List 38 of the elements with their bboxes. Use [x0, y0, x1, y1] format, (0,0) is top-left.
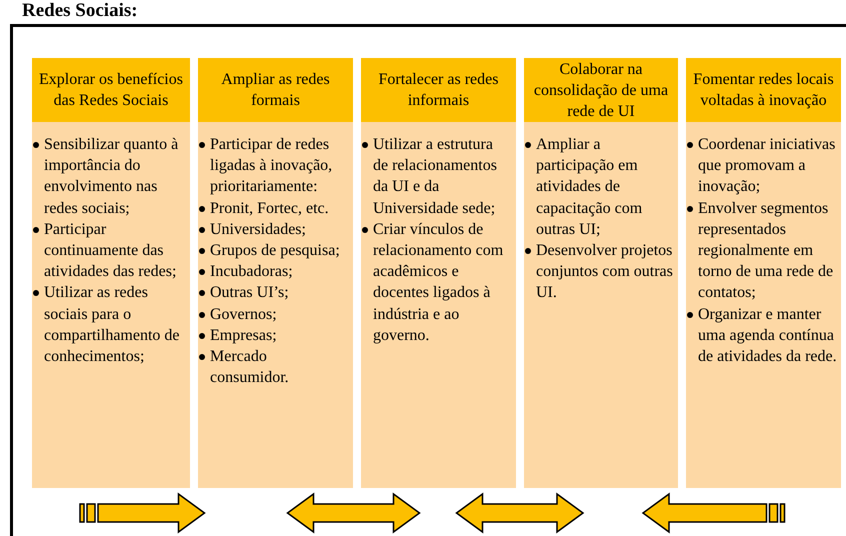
bullet-item: Envolver segmentos representados regionalmente em torno de uma rede de contatos;: [686, 198, 837, 304]
bullet-item: Incubadoras;: [198, 261, 349, 282]
bullet-item: Universidades;: [198, 218, 349, 240]
bullet-item: Coordenar iniciativas que promovam a inovação;: [686, 134, 837, 198]
header-text: Ampliar as redes formais: [220, 70, 331, 111]
bullet-item: Utilizar a estrutura de relacionamentos da UI e da Universidade sede;: [361, 134, 512, 219]
bullet-item: Utilizar as redes sociais para o compartilhamento de conhecimentos;: [32, 282, 186, 368]
bullet-item: Grupos de pesquisa;: [198, 240, 349, 262]
bullet-item: Empresas;: [198, 324, 349, 346]
bullet-item: Organizar e manter uma agenda contínua de atividades da rede.: [686, 304, 837, 368]
bullet-item: Ampliar a participação em atividades de capacitação com outras UI;: [524, 134, 674, 240]
bullet-item: Outras UI’s;: [198, 282, 349, 304]
list-panel: [32, 122, 190, 488]
bullet-item: Participar continuamente das atividades das redes;: [32, 218, 186, 282]
bullet-item: Criar vínculos de relacionamento com acadêmicos e docentes ligados à indústria e ao governo.: [361, 218, 512, 346]
block-arrow: [642, 492, 786, 534]
bullet-item: Desenvolver projetos conjuntos com outras UI.: [524, 240, 674, 304]
block-arrow: [79, 492, 206, 534]
list-panel: [524, 122, 678, 488]
bullet-item: Participar de redes ligadas à inovação, prioritariamente:: [198, 134, 349, 198]
header-box: [198, 58, 353, 122]
list-panel: [361, 122, 516, 488]
header-box: [32, 58, 190, 122]
header-box: [686, 58, 841, 122]
header-text: Colaborar na consolidação de uma rede de UI: [532, 60, 670, 122]
bullet-item: Governos;: [198, 304, 349, 325]
bullet-item: Sensibilizar quanto à importância do envolvimento nas redes sociais;: [32, 134, 186, 219]
header-box: [361, 58, 516, 122]
header-text: Fomentar redes locais voltadas à inovação: [692, 70, 835, 111]
title: Redes Sociais:: [22, 0, 138, 22]
header-text: Fortalecer as redes informais: [378, 70, 500, 111]
double-headed-arrow: [455, 492, 584, 534]
bullet-item: Pronit, Fortec, etc.: [198, 198, 349, 219]
bullet-item: Mercado consumidor.: [198, 346, 349, 388]
list-panel: [686, 122, 841, 488]
list-panel: [198, 122, 353, 488]
header-text: Explorar os benefícios das Redes Sociais: [38, 70, 184, 111]
double-headed-arrow: [286, 492, 421, 534]
